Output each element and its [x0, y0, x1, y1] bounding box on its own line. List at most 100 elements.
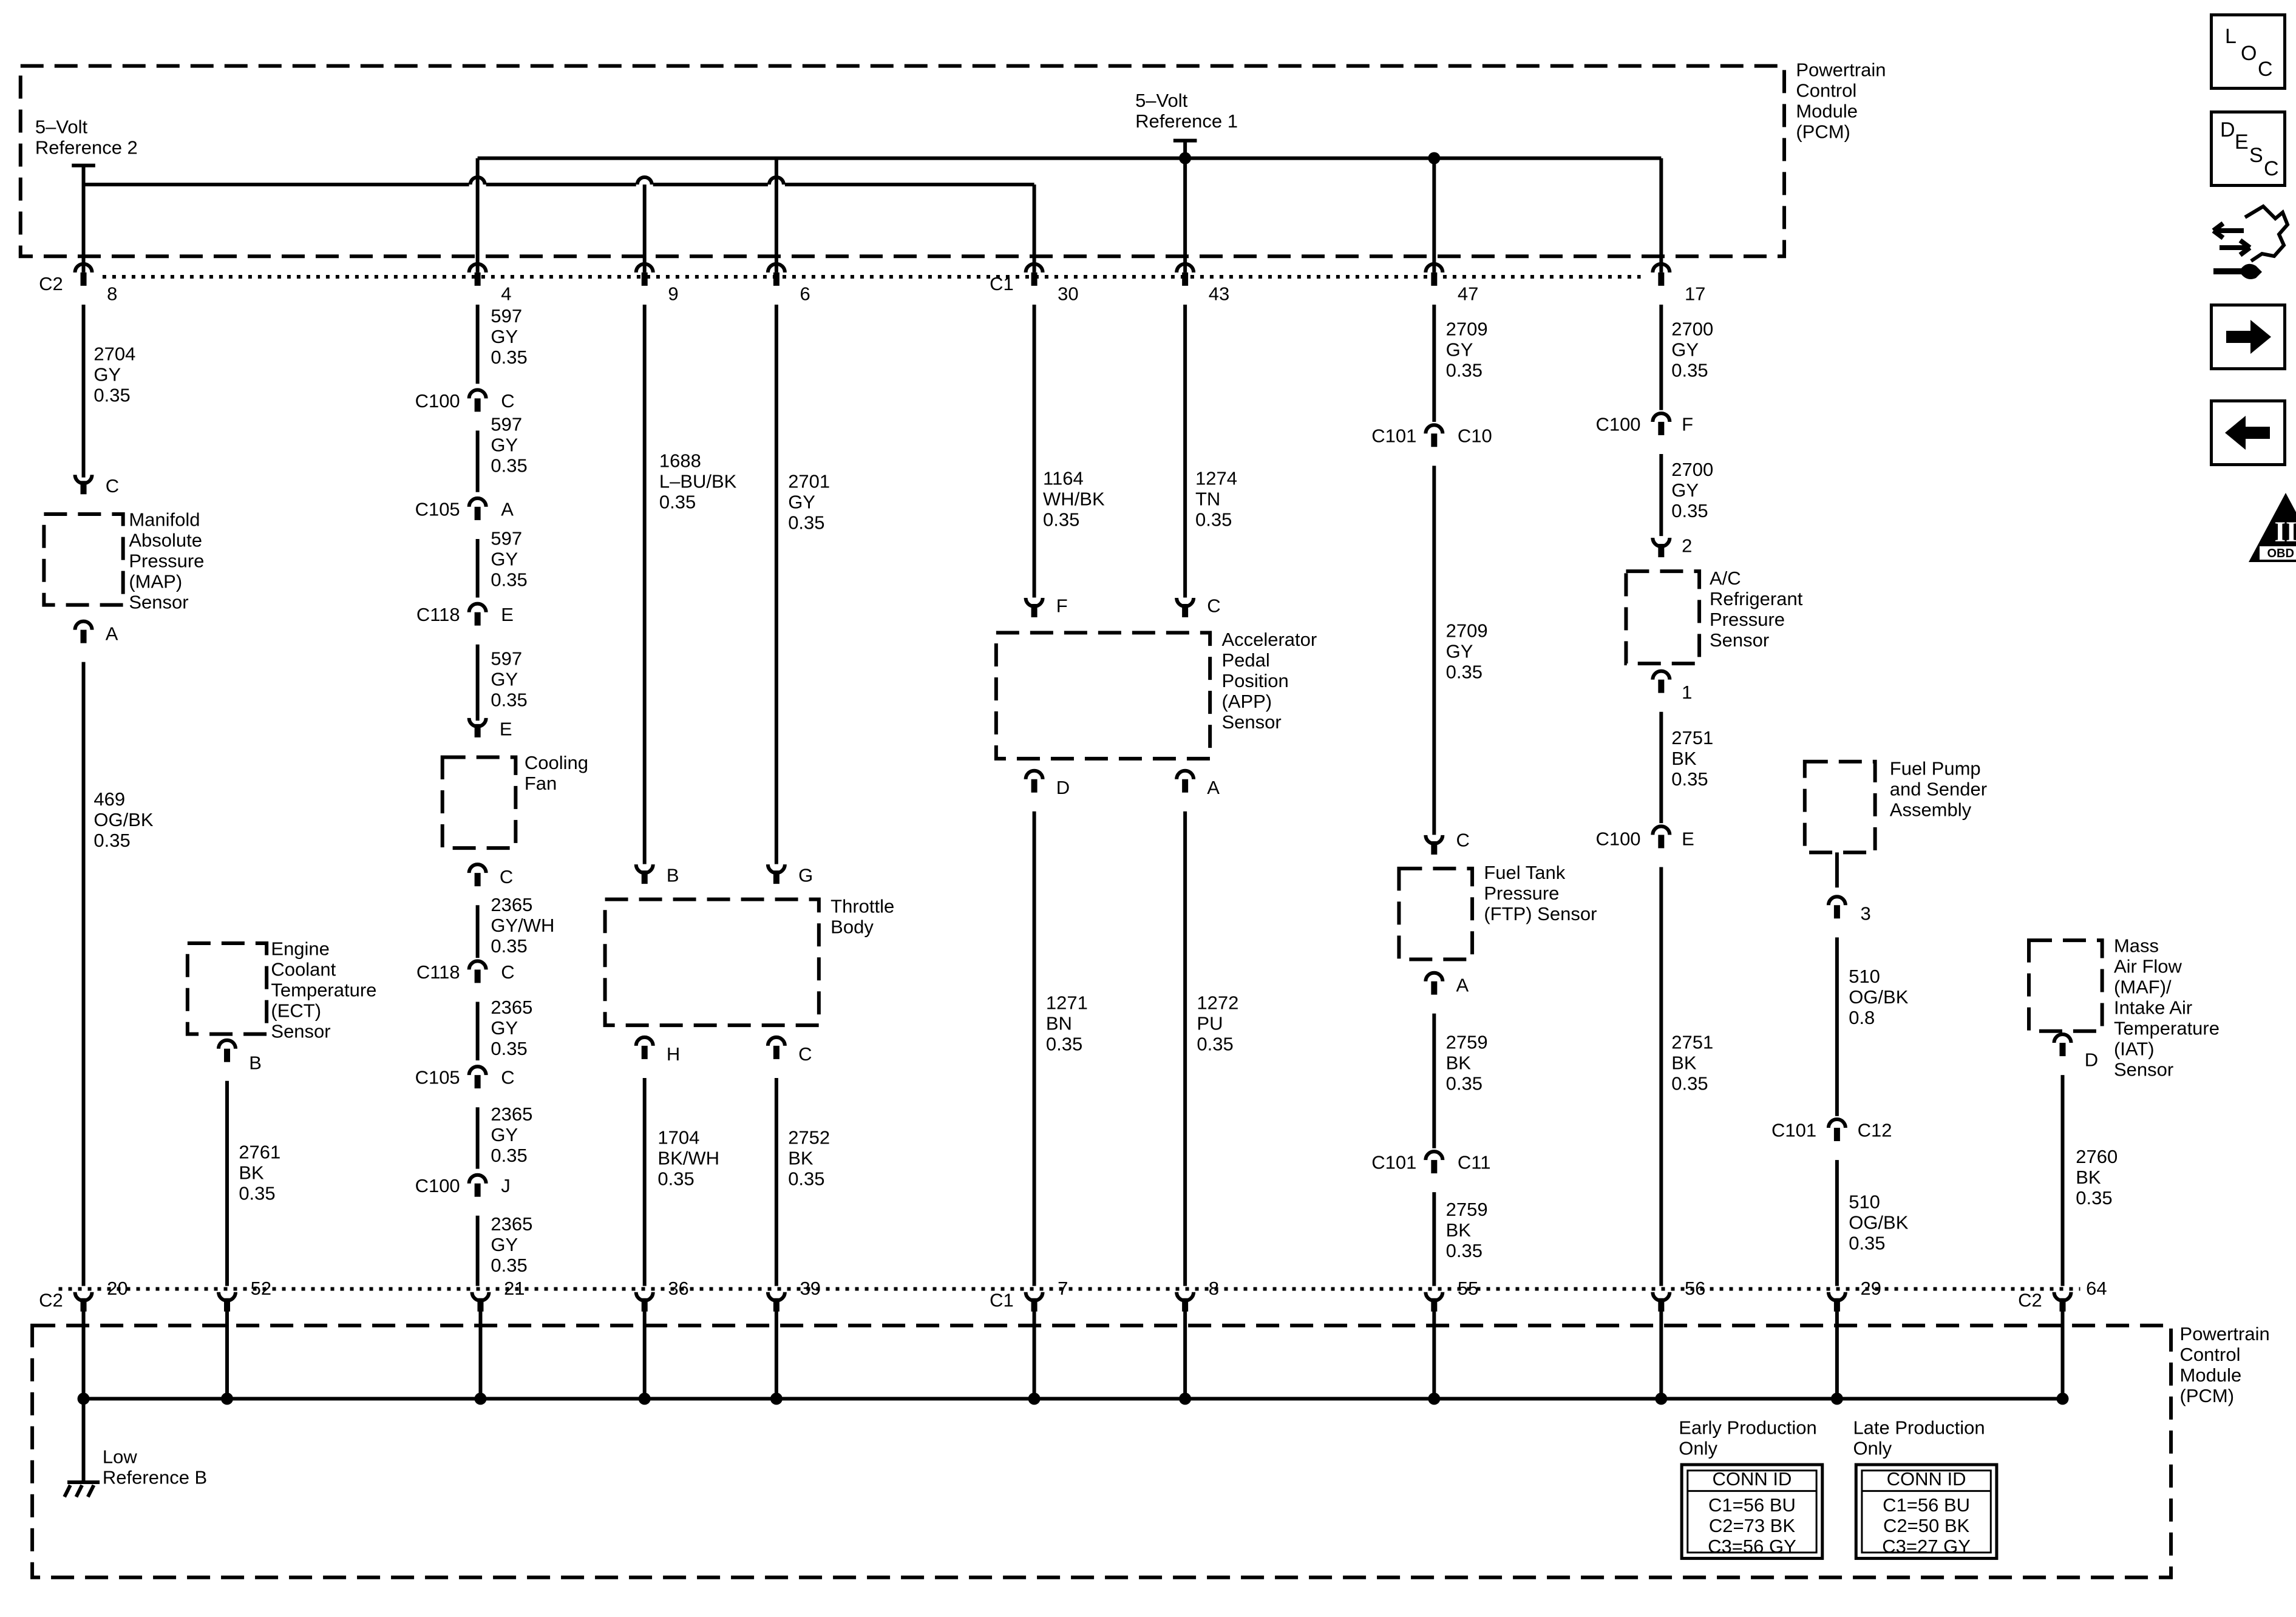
- tb-pin-c-cup: [766, 1035, 787, 1046]
- wire-2365-d-label-line: 2365: [491, 1213, 532, 1235]
- bottom-pin-label: 52: [251, 1278, 271, 1299]
- wire-510-a-label-line: 510: [1849, 966, 1880, 987]
- tb-pin-b-pin: [641, 870, 648, 884]
- wire-469-label-line: 0.35: [93, 830, 130, 851]
- wire-1704-label-line: 1704: [657, 1127, 699, 1148]
- inline-conn-name: C101: [1371, 425, 1416, 447]
- inline-conn-pin: C: [501, 390, 514, 412]
- top-pin-6-cup: [766, 262, 787, 273]
- wire-2761-label-line: BK: [239, 1162, 264, 1184]
- wire-597-c-label-line: 0.35: [491, 569, 527, 591]
- wire-2701-label-line: 2701: [788, 471, 830, 492]
- ground-hatch: [63, 1484, 72, 1498]
- inline-conn-name: C101: [1371, 1152, 1416, 1173]
- pcm-top-label-line: (PCM): [1796, 121, 1850, 142]
- description-button[interactable]: D E S C: [2210, 110, 2286, 187]
- wire-1164-label-line: WH/BK: [1043, 489, 1105, 510]
- bottom-pin-36-pin: [641, 1298, 648, 1312]
- ac-sensor-label-line: Sensor: [1710, 629, 1769, 651]
- app-sensor-label-line: Sensor: [1221, 711, 1281, 733]
- wire-2761-label-line: 2761: [239, 1142, 280, 1163]
- repair-wrench-icon[interactable]: [2207, 200, 2292, 285]
- ect-sensor-outline: [185, 941, 269, 1036]
- inline-conn-C118-E-pin: [474, 612, 481, 626]
- map-pin-a-pin: [80, 629, 87, 643]
- inline-conn-C100-E-pin: [1658, 835, 1665, 849]
- bottom-pin-label: 20: [107, 1278, 127, 1299]
- ac-pin-1-label: 1: [1682, 682, 1692, 703]
- inline-conn-C100-E-cup: [1651, 824, 1672, 835]
- inline-conn-pin: E: [501, 604, 514, 625]
- fp-pin-3-pin: [1833, 905, 1840, 919]
- ftp-sensor-label-line: Fuel Tank: [1484, 862, 1565, 883]
- maf-sensor-label-line: (MAF)/: [2114, 976, 2172, 997]
- inline-conn-C105-C-pin: [474, 1075, 481, 1089]
- pcm-bottom-label-line: Control: [2180, 1344, 2241, 1365]
- top-pin-label: 6: [800, 283, 810, 305]
- wire-2709-b-label-line: 2709: [1446, 620, 1488, 642]
- inline-conn-pin: A: [501, 498, 514, 520]
- wire-510-a-label-line: 0.8: [1849, 1007, 1875, 1028]
- ground-hatch: [86, 1484, 96, 1498]
- location-button[interactable]: L O C: [2210, 13, 2286, 90]
- bottom-pin-21-pin: [477, 1298, 484, 1312]
- component-outline-layer: [18, 64, 2173, 1579]
- ect-pin-b-label: B: [249, 1052, 262, 1073]
- wire-2751-b-label-line: 0.35: [1671, 1073, 1708, 1094]
- maf-sensor-outline: [2027, 938, 2104, 1033]
- bus-node-55: [1428, 1392, 1441, 1405]
- tb-pin-h-label: H: [667, 1043, 680, 1065]
- wire-2759-b-label-line: BK: [1446, 1219, 1472, 1241]
- bottom-pin-64-pin: [2059, 1298, 2066, 1312]
- cooling-fan-label-line: Cooling: [525, 752, 588, 773]
- inline-conn-name: C105: [415, 498, 460, 520]
- wire-510-b-label-line: 0.35: [1849, 1233, 1885, 1254]
- map-sensor-outline: [42, 512, 125, 607]
- inline-conn-C101-C12-pin: [1833, 1128, 1840, 1142]
- left-arrow-icon: [2225, 416, 2270, 450]
- bottom-pin-39-pin: [773, 1298, 779, 1312]
- inline-conn-C118-C-pin: [474, 969, 481, 983]
- conn-table-caption-line: Late Production: [1853, 1417, 1985, 1438]
- ftp-sensor-outline: [1397, 866, 1475, 961]
- wire-2760-label-line: BK: [2076, 1167, 2101, 1188]
- wire-597-d-label-line: GY: [491, 669, 518, 690]
- app-pin-d-cup: [1024, 768, 1045, 779]
- bottom-pin-56-pin: [1658, 1298, 1665, 1312]
- wire-510-a-label-line: OG/BK: [1849, 986, 1909, 1008]
- conn-table-row: C1=56 BU: [1708, 1494, 1796, 1516]
- wire-2709-a-label-line: 0.35: [1446, 360, 1483, 381]
- inline-conn-C100-C-pin: [474, 398, 481, 412]
- inline-conn-C105-A-pin: [474, 506, 481, 520]
- map-pin-a-label: A: [106, 623, 118, 644]
- ftp-pin-a-pin: [1431, 981, 1438, 995]
- top-conn-label: C2: [39, 273, 63, 294]
- pcm-top-label-line: Powertrain: [1796, 59, 1886, 80]
- conn-table-outer: [1854, 1463, 1999, 1560]
- tb-pin-c-pin: [773, 1045, 779, 1059]
- wire-597-c-label-line: GY: [491, 549, 518, 570]
- wire-597-a-label-line: 597: [491, 305, 522, 327]
- ac-sensor-outline: [1624, 569, 1702, 666]
- wire-2365-a-label-line: GY/WH: [491, 915, 554, 936]
- next-page-button[interactable]: [2210, 303, 2286, 370]
- inline-conn-C101-C12-cup: [1826, 1117, 1847, 1128]
- wire-2704-label-line: 0.35: [93, 385, 130, 406]
- app-pin-f-pin: [1031, 603, 1038, 617]
- pcm-bottom-outline: [30, 1323, 2173, 1579]
- maf-pin-d-pin: [2059, 1043, 2066, 1057]
- obd-ii-icon[interactable]: II OBD II: [2246, 490, 2296, 566]
- ftp-pin-a-cup: [1424, 971, 1445, 981]
- bus-node-8: [1179, 1392, 1192, 1405]
- ect-pin-b-pin: [224, 1048, 231, 1062]
- bottom-pin-52-pin: [224, 1298, 231, 1312]
- wire-1274-label-line: 0.35: [1195, 509, 1232, 531]
- wire-510-b-label-line: OG/BK: [1849, 1212, 1909, 1233]
- pcm-bottom-label-line: Module: [2180, 1364, 2242, 1386]
- previous-page-button[interactable]: [2210, 399, 2286, 466]
- wire-2365-b-label-line: GY: [491, 1017, 518, 1039]
- wire-1271-label-line: 0.35: [1046, 1034, 1082, 1055]
- wire-1272-label-line: 0.35: [1197, 1034, 1233, 1055]
- top-pin-17-pin: [1658, 272, 1665, 286]
- maf-sensor-label-line: (IAT): [2114, 1038, 2155, 1059]
